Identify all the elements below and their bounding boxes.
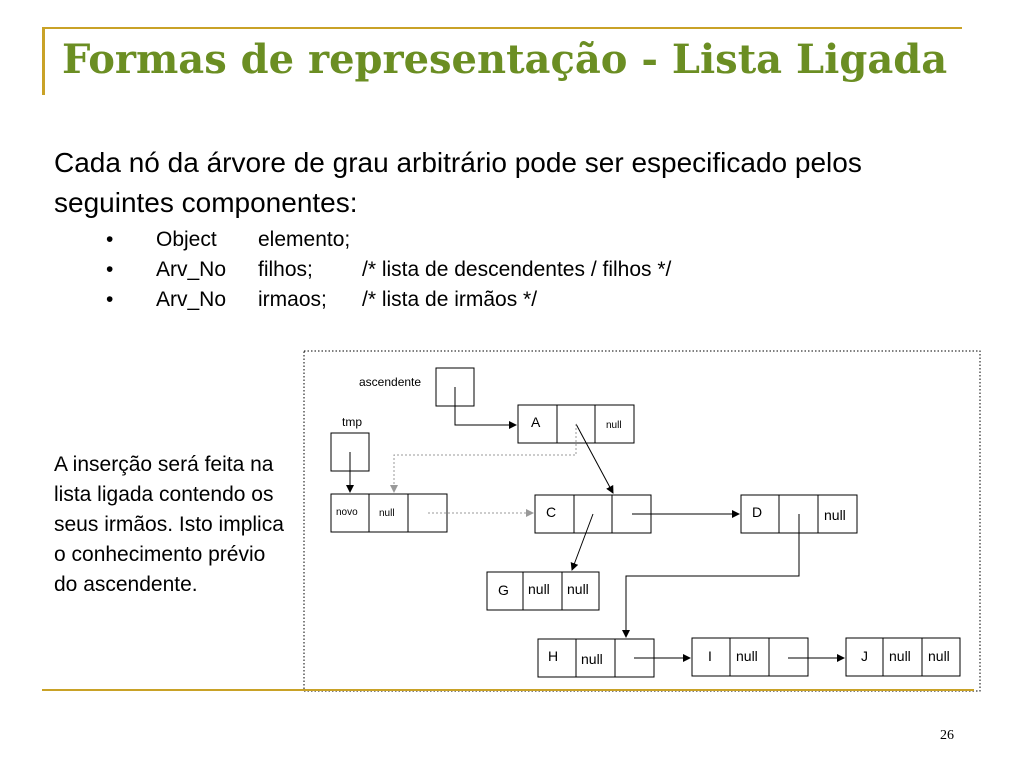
node-a: A null [517, 404, 635, 444]
node-d-value: D [752, 504, 762, 520]
bullet-dot: • [106, 228, 114, 251]
pointer-c-to-g [570, 513, 594, 571]
label-tmp: tmp [342, 415, 362, 429]
node-i-child-null: null [736, 648, 758, 664]
bullet-type: Object [156, 228, 217, 251]
node-j-child-null: null [889, 648, 911, 664]
bullet-field: elemento; [258, 228, 351, 251]
bullet-field: irmaos; [258, 288, 327, 311]
bullet-type: Arv_No [156, 288, 227, 311]
bullet-dot: • [106, 288, 114, 311]
page-number: 26 [940, 728, 954, 743]
node-g-sibling-null: null [567, 581, 589, 597]
bullet-comment: /* lista de descendentes / filhos */ [362, 258, 672, 281]
node-h-value: H [548, 648, 558, 664]
node-a-value: A [531, 414, 541, 430]
node-g-child-null: null [528, 581, 550, 597]
node-j: J null null [845, 637, 961, 677]
node-d-sibling-null: null [824, 507, 846, 523]
node-i-value: I [708, 648, 712, 664]
node-h-child-null: null [581, 651, 603, 667]
label-ascendente: ascendente [359, 375, 421, 389]
node-novo: novo null [330, 493, 448, 533]
intro-paragraph: Cada nó da árvore de grau arbitrário pod… [54, 147, 862, 218]
node-h: H null [537, 638, 655, 678]
footer-accent-line [42, 689, 974, 691]
slide-title: Formas de representação - Lista Ligada [62, 36, 948, 83]
node-g-value: G [498, 582, 509, 598]
node-novo-value: novo [336, 507, 358, 518]
side-paragraph: A inserção será feita na lista ligada co… [54, 453, 284, 596]
bullet-comment: /* lista de irmãos */ [362, 288, 538, 311]
bullet-type: Arv_No [156, 258, 227, 281]
node-c-value: C [546, 504, 556, 520]
title-accent-horizontal [42, 27, 962, 29]
pointer-a-to-c [575, 423, 614, 494]
node-j-sibling-null: null [928, 648, 950, 664]
node-j-value: J [861, 648, 868, 664]
node-novo-child-null: null [379, 508, 395, 519]
node-i: I null [691, 637, 809, 677]
node-a-sibling-null: null [606, 420, 622, 431]
bullet-dot: • [106, 258, 114, 281]
pointer-d-to-h [622, 514, 800, 638]
bullet-field: filhos; [258, 258, 313, 281]
title-accent-vertical [42, 27, 45, 95]
pointer-a-to-novo-dotted [390, 424, 577, 493]
node-g: G null null [486, 571, 600, 611]
diagram-frame [303, 350, 981, 692]
pointer-ascendente-to-a [454, 387, 517, 429]
